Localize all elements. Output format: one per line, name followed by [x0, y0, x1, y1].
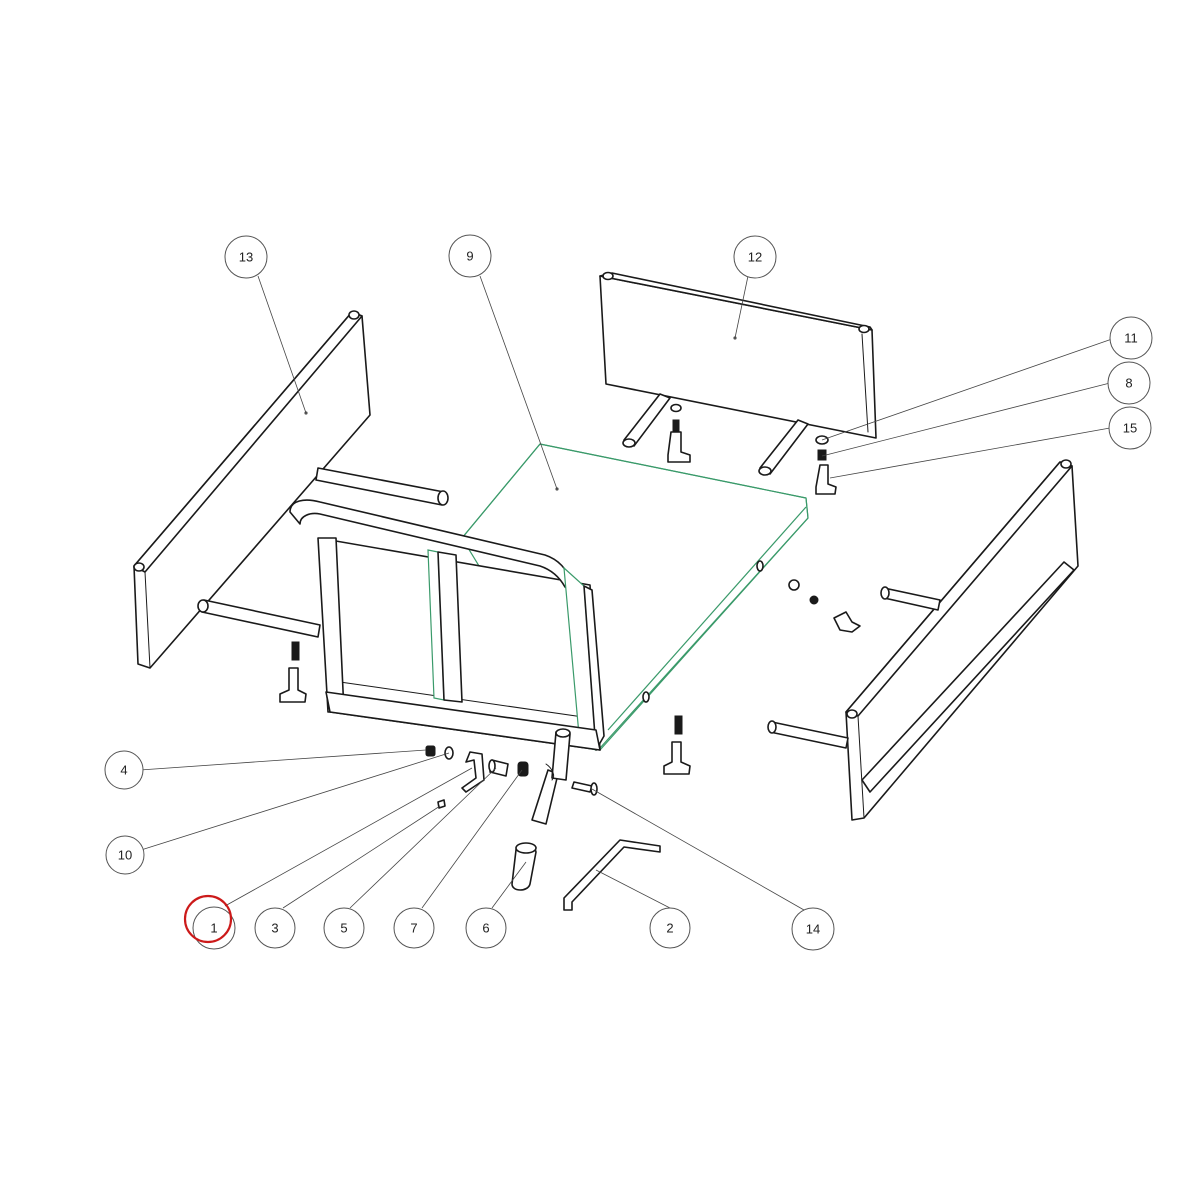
part-right-hardware: [788, 579, 861, 633]
callout-10[interactable]: 10: [105, 835, 145, 875]
callout-1[interactable]: 1: [183, 894, 236, 950]
leader-3: [282, 805, 441, 909]
leader-1: [224, 767, 473, 907]
svg-text:2: 2: [666, 921, 673, 936]
callout-14[interactable]: 14: [791, 907, 835, 951]
svg-text:15: 15: [1123, 421, 1137, 436]
callout-13[interactable]: 13: [224, 235, 268, 279]
svg-text:5: 5: [340, 921, 347, 936]
highlight-ring: [183, 894, 233, 944]
part-front-frame: [289, 499, 605, 751]
leader-13: [257, 275, 307, 414]
svg-text:14: 14: [806, 922, 820, 937]
callout-12[interactable]: 12: [733, 235, 777, 279]
leader-7: [421, 769, 523, 909]
callouts: 13 9 12 11 8 15 4 10: [104, 234, 1153, 951]
callout-4[interactable]: 4: [104, 750, 144, 790]
leader-4: [139, 749, 427, 771]
svg-text:6: 6: [482, 921, 489, 936]
callout-2[interactable]: 2: [649, 907, 691, 949]
leader-2: [595, 869, 671, 909]
leader-9: [479, 275, 558, 490]
svg-text:8: 8: [1125, 376, 1132, 391]
callout-3[interactable]: 3: [254, 907, 296, 949]
svg-text:13: 13: [239, 250, 253, 265]
part-right-side-panel: [767, 459, 1079, 821]
leader-8: [821, 382, 1111, 457]
part-12-rear-panel: [599, 271, 877, 476]
svg-text:11: 11: [1124, 331, 1138, 346]
svg-text:12: 12: [748, 250, 762, 265]
svg-text:3: 3: [271, 921, 278, 936]
leader-6: [491, 861, 527, 909]
part-tube-rods-left: [197, 467, 449, 638]
svg-text:9: 9: [466, 249, 473, 264]
callout-8[interactable]: 8: [1107, 361, 1151, 405]
svg-text:7: 7: [410, 921, 417, 936]
leader-11: [821, 338, 1113, 441]
callout-6[interactable]: 6: [465, 907, 507, 949]
part-rear-knob-set: [667, 403, 837, 495]
leader-5: [349, 767, 497, 909]
part-13-left-side-panel: [133, 310, 371, 669]
leader-12: [734, 275, 749, 339]
svg-text:4: 4: [120, 763, 127, 778]
leader-14: [591, 788, 805, 911]
part-front-right-knob: [663, 715, 691, 775]
svg-text:1: 1: [210, 921, 217, 936]
callout-9[interactable]: 9: [448, 234, 492, 278]
part-left-knob: [279, 641, 307, 703]
leader-lines: [139, 275, 1113, 911]
svg-text:10: 10: [118, 848, 132, 863]
callout-11[interactable]: 11: [1109, 316, 1153, 360]
leader-15: [829, 427, 1111, 479]
part-front-hardware: [425, 728, 661, 911]
callout-15[interactable]: 15: [1108, 406, 1152, 450]
callout-7[interactable]: 7: [393, 907, 435, 949]
leader-10: [140, 752, 450, 851]
callout-5[interactable]: 5: [323, 907, 365, 949]
